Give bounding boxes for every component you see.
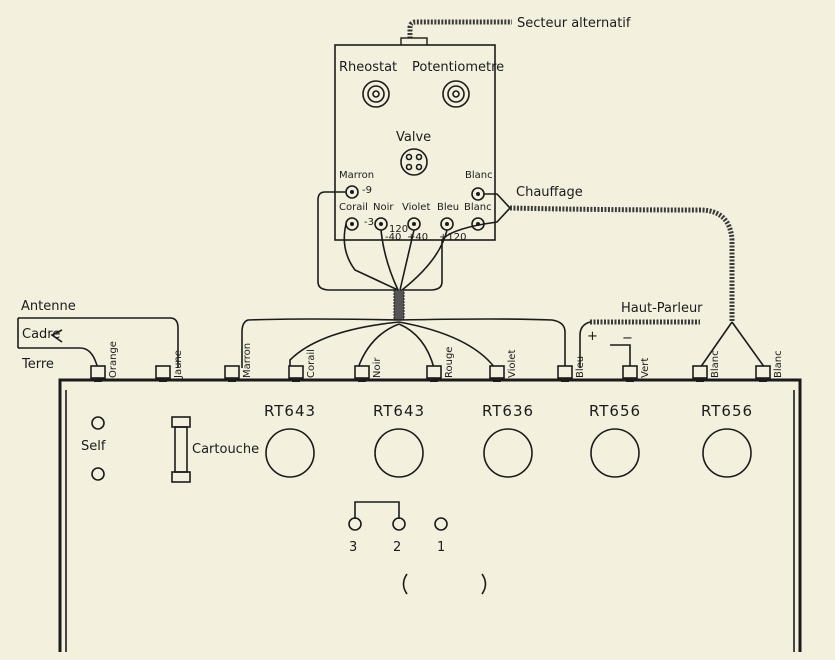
antenna-wires [17, 317, 179, 369]
terminal-vert-8: Vert [622, 358, 651, 382]
tube-socket-4: RT656 [701, 402, 753, 478]
tube-sockets: RT643 RT643 RT636 RT656 RT656 [264, 402, 753, 478]
haut-parleur-cable [579, 319, 700, 368]
terminal-rouge-5: Rouge [426, 347, 455, 382]
potentiometre-label: Potentiometre [412, 60, 504, 75]
marron-label: Marron [339, 170, 374, 181]
terminal-label: Violet [507, 350, 518, 378]
antenne-label: Antenne [21, 299, 76, 314]
tube-label: RT656 [589, 402, 641, 420]
terminal-strip: Orange Jaune Marron Corail Noir Rouge Violet Bl… [90, 341, 784, 382]
terminal-label: Marron [242, 343, 253, 378]
cartouche-label: Cartouche [192, 442, 259, 457]
bleu-label: Bleu [437, 202, 459, 213]
tube-label: RT656 [701, 402, 753, 420]
noir-voltage-1: 120 [389, 224, 408, 235]
rheostat-knob [362, 80, 390, 108]
terminal-blanc-10: Blanc [755, 350, 784, 382]
haut-parleur-label: Haut-Parleur [621, 301, 703, 316]
terminal-jaune-1: Jaune [155, 350, 184, 382]
tube-label: RT643 [373, 402, 425, 420]
terminal-label: Vert [640, 358, 651, 378]
corail-label: Corail [339, 202, 368, 213]
terminal-violet-6: Violet [489, 350, 518, 382]
hp-minus-sign: − [622, 331, 633, 346]
terminal-label: Corail [306, 349, 317, 378]
terminal-blanc-9: Blanc [692, 350, 721, 382]
terminal-label: Bleu [575, 356, 586, 378]
rheostat-label: Rheostat [339, 60, 397, 75]
terminal-noir-4: Noir [354, 357, 383, 382]
heater-fork [699, 321, 766, 369]
tube-socket-0: RT643 [264, 402, 316, 478]
terre-label: Terre [21, 357, 54, 372]
blanc-bottom-label: Blanc [464, 202, 492, 213]
tube-socket-2: RT636 [482, 402, 534, 478]
bleu-voltage: +120 [439, 232, 466, 243]
terminal-label: Blanc [773, 350, 784, 378]
tube-socket-1: RT643 [373, 402, 425, 478]
chassis-outline [58, 378, 802, 652]
corail-voltage: -3 [364, 217, 374, 228]
self-hole-upper [91, 416, 105, 430]
mains-label: Secteur alternatif [517, 16, 631, 31]
position-3-label: 3 [349, 540, 357, 555]
self-label: Self [81, 439, 106, 454]
self-hole-lower [91, 467, 105, 481]
noir-voltage-2: -40 [385, 232, 401, 243]
position-2-label: 2 [393, 540, 401, 555]
hp-plus-sign: + [587, 329, 598, 344]
valve-label: Valve [396, 130, 431, 145]
violet-label: Violet [402, 202, 430, 213]
terminal-corail-3: Corail [288, 349, 317, 382]
terminal-label: Orange [108, 341, 119, 378]
valve-socket [400, 148, 428, 176]
terminal-label: Jaune [173, 350, 184, 379]
potentiometre-knob [442, 80, 470, 108]
terminal-label: Blanc [710, 350, 721, 378]
terminal-bleu-7: Bleu [557, 356, 586, 382]
chauffage-label: Chauffage [516, 185, 583, 200]
mounting-slots [402, 573, 487, 595]
position-selector [348, 501, 448, 531]
terminal-marron-2: Marron [224, 343, 253, 382]
fuse-cartouche [171, 416, 191, 483]
tube-socket-3: RT656 [589, 402, 641, 478]
position-1-label: 1 [437, 540, 445, 555]
noir-label: Noir [373, 202, 394, 213]
cadre-label: Cadre [22, 327, 60, 342]
tube-label: RT636 [482, 402, 534, 420]
wire-fan-out [241, 318, 566, 369]
terminal-label: Rouge [444, 347, 455, 378]
blanc-top-label: Blanc [465, 170, 493, 181]
terminal-label: Noir [372, 357, 383, 378]
violet-voltage: +40 [407, 232, 428, 243]
marron-voltage: -9 [362, 185, 372, 196]
chauffage-cable [483, 193, 735, 322]
power-supply-box [334, 44, 496, 241]
tube-label: RT643 [264, 402, 316, 420]
supply-wire-loops [317, 191, 485, 291]
wire-bundle [393, 289, 405, 321]
